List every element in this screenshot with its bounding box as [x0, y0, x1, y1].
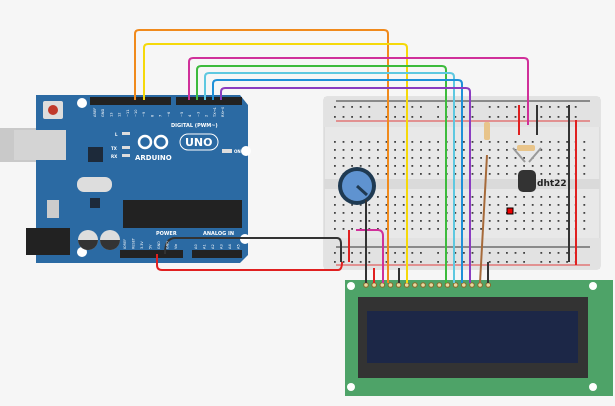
- power-pin-label: Vin: [174, 244, 178, 249]
- lcd-pin[interactable]: [395, 282, 402, 288]
- digital-pin-label: 7: [159, 115, 163, 117]
- reset-button-cap[interactable]: [48, 105, 58, 115]
- digital-pin-label: ~11: [126, 109, 130, 117]
- lcd-pin[interactable]: [412, 282, 418, 288]
- lcd-pin[interactable]: [371, 282, 377, 288]
- analog-pin-label: A5: [237, 244, 241, 249]
- usb-chip: [88, 147, 103, 162]
- digital-pin-label: 4: [188, 114, 192, 117]
- digital-header-left[interactable]: [90, 97, 171, 105]
- digital-pin-label: ~9: [142, 111, 146, 117]
- analog-header[interactable]: [192, 250, 242, 258]
- lcd-pin[interactable]: [477, 282, 483, 288]
- analog-label: ANALOG IN: [203, 231, 234, 237]
- dht22-sensor[interactable]: [506, 170, 536, 215]
- digital-pin-label: 13: [109, 112, 113, 117]
- digital-pin-label: 12: [118, 112, 122, 117]
- lcd-pin[interactable]: [420, 282, 426, 288]
- digital-pin-label: ~3: [196, 112, 200, 117]
- wire-green[interactable]: [196, 65, 447, 283]
- analog-pin-label: A3: [220, 244, 224, 249]
- lcd-pin[interactable]: [444, 282, 451, 288]
- power-label: POWER: [156, 231, 177, 237]
- power-pin-label: RESET: [132, 237, 136, 249]
- digital-pin-label: 8: [150, 114, 154, 117]
- power-jack: [26, 228, 70, 255]
- wire-light-blue[interactable]: [204, 72, 455, 283]
- lcd-16x2[interactable]: [345, 280, 613, 396]
- resistor-vertical[interactable]: [484, 122, 490, 140]
- led-on-label: ON: [234, 149, 241, 154]
- arduino-model: UNO: [185, 136, 213, 149]
- lcd-pin[interactable]: [403, 282, 410, 288]
- power-header[interactable]: [120, 250, 183, 258]
- wire-black[interactable]: [164, 237, 342, 262]
- wire-magenta[interactable]: [356, 229, 384, 283]
- digital-header-right[interactable]: [176, 97, 242, 105]
- digital-pin-label: ~5: [180, 112, 184, 117]
- arduino-brand: ARDUINO: [135, 154, 172, 162]
- lcd-screen: [367, 311, 578, 363]
- power-pin-label: 3.3V: [140, 241, 144, 249]
- atmega-chip: [123, 200, 242, 228]
- wire-brown[interactable]: [479, 154, 488, 284]
- digital-pin-label: 2: [205, 115, 209, 117]
- wire-magenta[interactable]: [188, 57, 529, 125]
- pin-labels: AREF GND 13 12 ~11 ~10 ~9 8 7 ~6 ~5 4 ~3 2 TX→1 RX←0IOR…: [93, 106, 241, 249]
- resistor-pullup[interactable]: [517, 145, 535, 151]
- wire-yellow[interactable]: [143, 43, 408, 283]
- analog-pin-label: A4: [228, 244, 232, 249]
- lcd-pin[interactable]: [428, 282, 435, 288]
- power-pin-label: GND: [157, 241, 161, 249]
- led-l-label: L: [115, 132, 118, 137]
- lcd-pin[interactable]: [387, 282, 394, 288]
- digital-pin-label: AREF: [93, 108, 97, 117]
- digital-pin-label: GND: [101, 109, 105, 117]
- led-rx-label: RX: [111, 154, 117, 159]
- lcd-pin[interactable]: [485, 282, 492, 288]
- digital-pin-label: ~6: [167, 111, 171, 117]
- potentiometer[interactable]: [338, 167, 376, 205]
- digital-pin-label: TX→1: [213, 107, 217, 118]
- wire-purple[interactable]: [220, 87, 471, 283]
- lcd-pin[interactable]: [452, 282, 459, 288]
- wires: [134, 29, 577, 284]
- dht22-label: dht22: [537, 179, 567, 189]
- power-pin-label: GND: [166, 241, 170, 249]
- wire-blue[interactable]: [212, 79, 463, 283]
- power-pin-label: IOREF: [123, 239, 127, 249]
- led-tx-label: TX: [111, 146, 117, 151]
- wire-orange[interactable]: [134, 29, 389, 283]
- analog-pin-label: A1: [203, 244, 207, 249]
- usb-port: [14, 130, 66, 160]
- analog-pin-label: A0: [194, 244, 198, 249]
- arduino-uno[interactable]: [0, 95, 251, 263]
- digital-pin-label: RX←0: [221, 106, 225, 117]
- lcd-pin[interactable]: [379, 282, 386, 288]
- digital-pin-label: ~10: [134, 109, 138, 117]
- analog-pin-label: A2: [211, 244, 215, 249]
- wire-red[interactable]: [156, 254, 343, 271]
- lcd-pin[interactable]: [436, 282, 443, 288]
- arduino-logo-icon: [137, 134, 169, 150]
- crystal: [77, 177, 112, 192]
- lcd-pin[interactable]: [469, 282, 475, 288]
- digital-label: DIGITAL (PWM~): [171, 123, 218, 129]
- power-pin-label: 5V: [149, 244, 153, 249]
- lcd-pin[interactable]: [461, 282, 467, 288]
- lcd-pin[interactable]: [363, 282, 369, 288]
